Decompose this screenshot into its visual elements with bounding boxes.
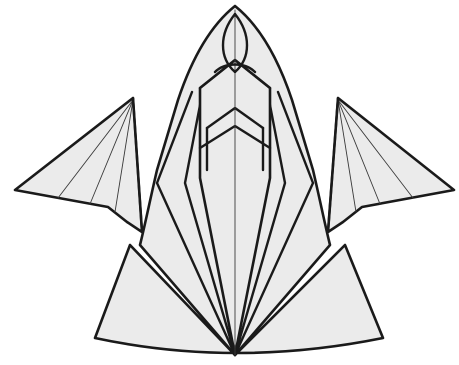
- right-wing-panel: [328, 98, 454, 232]
- left-wing: [15, 98, 142, 232]
- right-wing: [328, 98, 454, 232]
